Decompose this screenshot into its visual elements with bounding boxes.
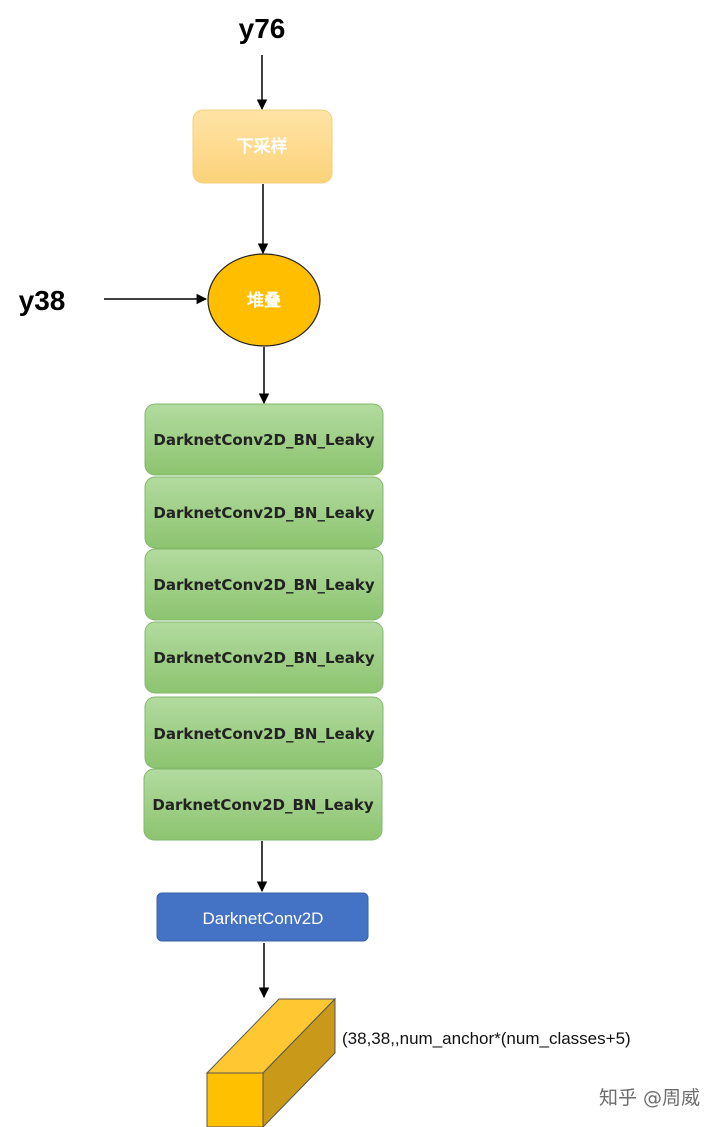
conv-block-5: DarknetConv2D_BN_Leaky <box>144 696 384 769</box>
conv-block-3-label: DarknetConv2D_BN_Leaky <box>153 576 374 594</box>
input-label-y38: y38 <box>19 285 66 316</box>
conv-block-1: DarknetConv2D_BN_Leaky <box>144 403 384 476</box>
conv-block-3: DarknetConv2D_BN_Leaky <box>144 548 384 621</box>
conv-block-4-label: DarknetConv2D_BN_Leaky <box>153 649 374 667</box>
output-tensor-front <box>206 1072 264 1127</box>
conv-block-1-label: DarknetConv2D_BN_Leaky <box>153 431 374 449</box>
concat-label: 堆叠 <box>247 290 281 311</box>
concat-node <box>207 253 321 347</box>
conv-block-2: DarknetConv2D_BN_Leaky <box>144 476 384 549</box>
output-tensor <box>205 997 337 1127</box>
conv-block-5-label: DarknetConv2D_BN_Leaky <box>153 725 374 743</box>
input-label-y76: y76 <box>239 13 286 44</box>
conv-block-6-label: DarknetConv2D_BN_Leaky <box>152 796 373 814</box>
conv-block-6: DarknetConv2D_BN_Leaky <box>143 768 383 841</box>
output-shape-label: (38,38,,num_anchor*(num_classes+5) <box>342 1029 631 1048</box>
final-conv-box <box>156 892 369 942</box>
conv-block-2-label: DarknetConv2D_BN_Leaky <box>153 504 374 522</box>
conv-block-4: DarknetConv2D_BN_Leaky <box>144 621 384 694</box>
watermark: 知乎 @周威 <box>599 1087 700 1109</box>
final-conv-label: DarknetConv2D <box>203 909 324 928</box>
downsample-box <box>192 109 333 184</box>
downsample-label: 下采样 <box>237 136 288 157</box>
